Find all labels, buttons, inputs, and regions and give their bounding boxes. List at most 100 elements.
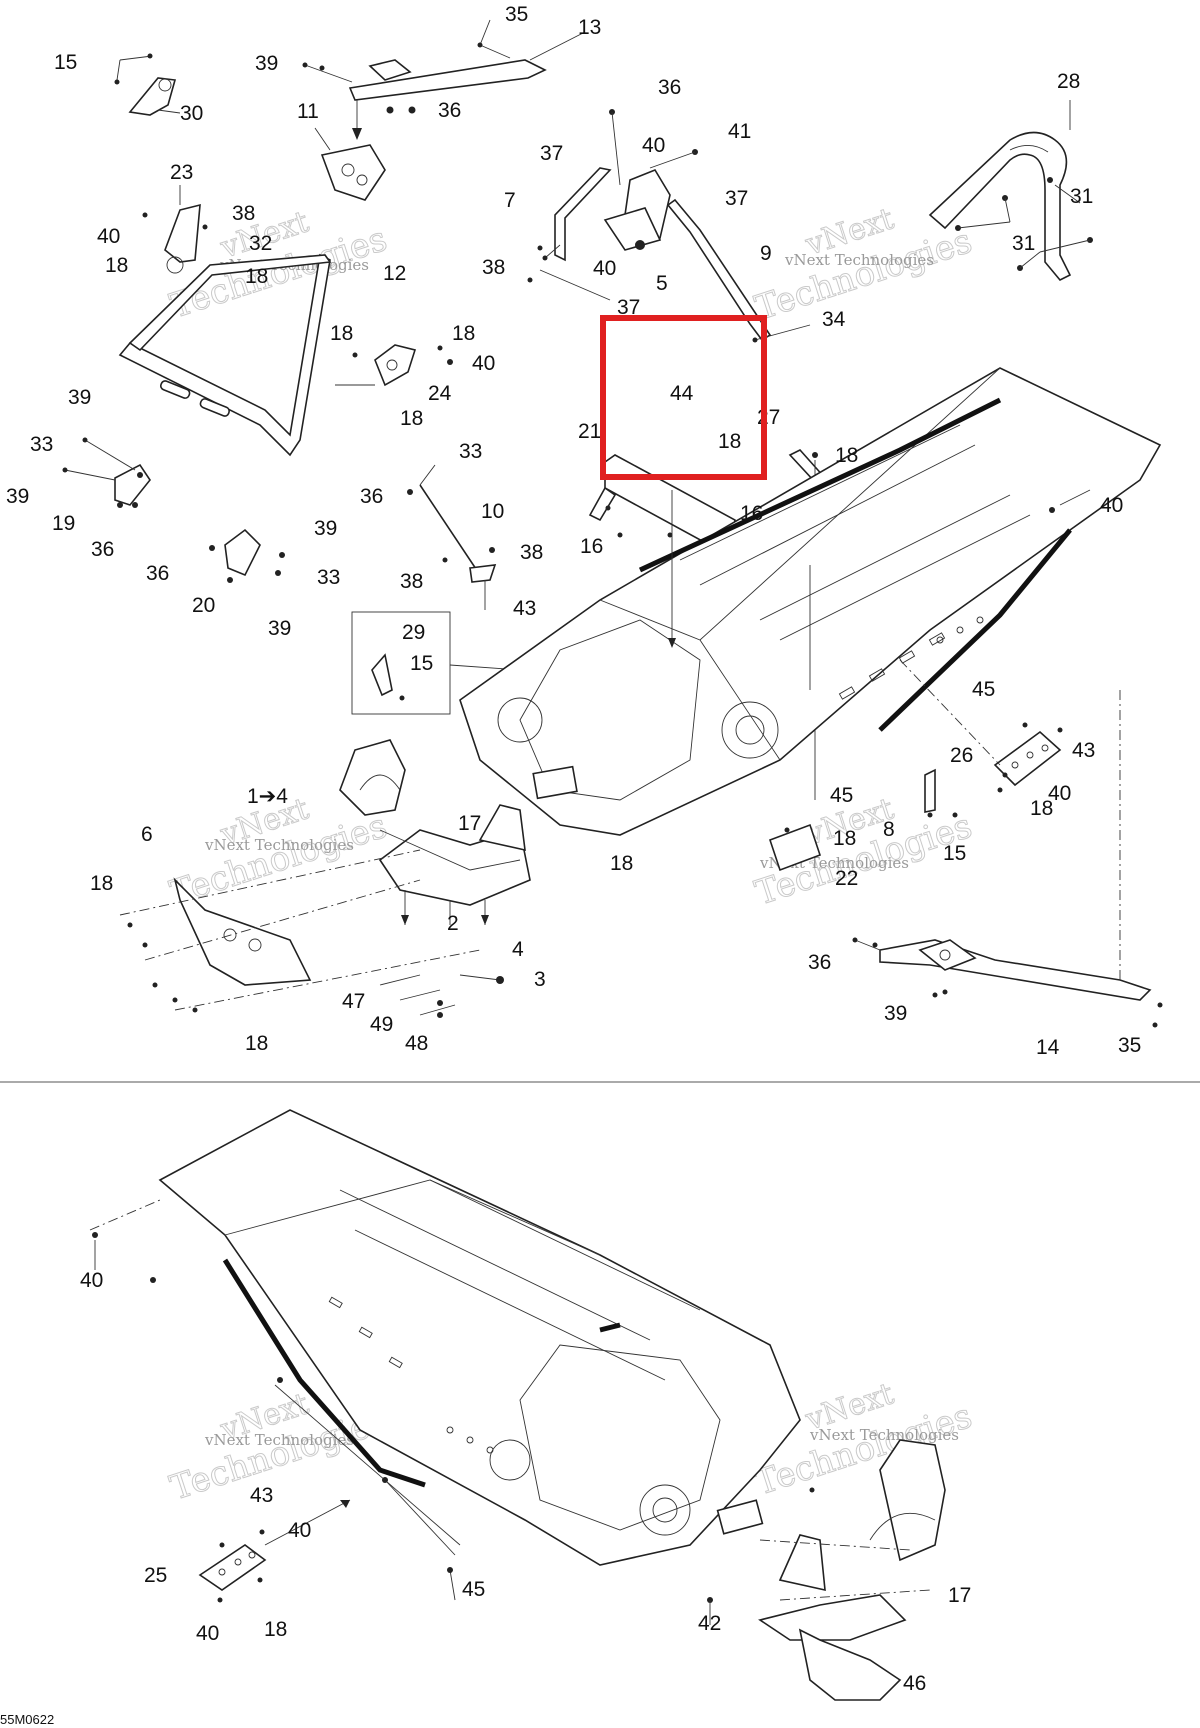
callout-35: 35 — [1118, 1034, 1141, 1057]
callout-33: 33 — [30, 433, 53, 456]
callout-18: 18 — [400, 407, 423, 430]
callout-27: 27 — [757, 406, 780, 429]
part-20-bracket — [209, 528, 285, 583]
callout-5: 5 — [656, 272, 668, 295]
callout-4: 4 — [512, 938, 524, 961]
callout-40: 40 — [80, 1269, 103, 1292]
callout-36: 36 — [146, 562, 169, 585]
callout-3: 3 — [534, 968, 546, 991]
callout-32: 32 — [249, 232, 272, 255]
callout-17: 17 — [458, 812, 481, 835]
callout-18: 18 — [835, 444, 858, 467]
svg-text:vNext Technologies: vNext Technologies — [809, 1426, 959, 1444]
callout-37: 37 — [725, 187, 748, 210]
callout-42: 42 — [698, 1612, 721, 1635]
watermark-mid-left: vNext Technologies vNext Technologies — [165, 791, 392, 914]
callout-1-to-4: 1➔4 — [247, 785, 288, 808]
callout-15: 15 — [54, 51, 77, 74]
callout-36: 36 — [360, 485, 383, 508]
callout-25: 25 — [144, 1564, 167, 1587]
callout-23: 23 — [170, 161, 193, 184]
callout-37: 37 — [540, 142, 563, 165]
callout-7: 7 — [504, 189, 516, 212]
callout-45: 45 — [462, 1578, 485, 1601]
callout-26: 26 — [950, 744, 973, 767]
callout-45: 45 — [972, 678, 995, 701]
callout-37: 37 — [617, 296, 640, 319]
callout-38: 38 — [520, 541, 543, 564]
callout-12: 12 — [383, 262, 406, 285]
callout-36: 36 — [808, 951, 831, 974]
callout-18: 18 — [452, 322, 475, 345]
parts-47-49-hardware — [379, 974, 504, 1018]
callout-39: 39 — [884, 1002, 907, 1025]
part-17-suspension-mount — [758, 1439, 946, 1641]
callout-33: 33 — [459, 440, 482, 463]
callout-17: 17 — [948, 1584, 971, 1607]
callout-40: 40 — [1100, 494, 1123, 517]
callout-18: 18 — [718, 430, 741, 453]
callout-2: 2 — [447, 912, 459, 935]
chassis-bottom-view — [89, 1109, 801, 1625]
highlight-box — [600, 315, 767, 480]
callout-18: 18 — [1030, 797, 1053, 820]
callout-18: 18 — [245, 265, 268, 288]
svg-text:vNext Technologies: vNext Technologies — [204, 1431, 354, 1449]
callout-28: 28 — [1057, 70, 1080, 93]
callout-39: 39 — [268, 617, 291, 640]
callout-40: 40 — [288, 1519, 311, 1542]
part-22-bracket — [768, 823, 822, 872]
part-13-steering-bar — [302, 19, 586, 135]
callout-36: 36 — [91, 538, 114, 561]
part-25-footrest — [198, 1499, 351, 1603]
callout-14: 14 — [1036, 1036, 1060, 1059]
callout-36: 36 — [438, 99, 461, 122]
callout-18: 18 — [245, 1032, 268, 1055]
callout-33: 33 — [317, 566, 340, 589]
callout-10: 10 — [481, 500, 504, 523]
callout-19: 19 — [52, 512, 75, 535]
callout-40: 40 — [642, 134, 665, 157]
callout-22: 22 — [835, 867, 858, 890]
drawing-code: 55M0622 — [0, 1712, 54, 1727]
callout-15: 15 — [943, 842, 966, 865]
callout-47: 47 — [342, 990, 365, 1013]
callout-labels: 35 13 15 39 36 30 11 36 41 40 37 37 7 40… — [6, 3, 1141, 1695]
callout-29: 29 — [402, 621, 425, 644]
callout-31: 31 — [1012, 232, 1035, 255]
callout-40: 40 — [472, 352, 495, 375]
svg-text:vNext Technologies: vNext Technologies — [204, 836, 354, 854]
callout-38: 38 — [482, 256, 505, 279]
svg-text:vNext Technologies: vNext Technologies — [784, 251, 934, 269]
callout-9: 9 — [760, 242, 772, 265]
callout-18: 18 — [105, 254, 128, 277]
part-30-bracket — [114, 53, 181, 116]
callout-16: 16 — [740, 502, 763, 525]
callout-43: 43 — [250, 1484, 273, 1507]
callout-44: 44 — [670, 382, 694, 405]
callout-39: 39 — [68, 386, 91, 409]
part-10-rod — [407, 464, 497, 610]
callout-40: 40 — [97, 225, 120, 248]
callout-24: 24 — [428, 382, 452, 405]
callout-45: 45 — [830, 784, 853, 807]
part-6-skid-plate — [119, 849, 481, 1013]
callout-36: 36 — [658, 76, 681, 99]
part-14-rear-rail — [852, 690, 1163, 1028]
part-19-bracket — [62, 437, 151, 508]
part-8-bracket — [924, 768, 958, 818]
callout-38: 38 — [232, 202, 255, 225]
callout-35: 35 — [505, 3, 528, 26]
callout-40: 40 — [593, 257, 616, 280]
callout-39: 39 — [6, 485, 29, 508]
part-24-bracket — [335, 344, 453, 387]
callout-43: 43 — [1072, 739, 1095, 762]
callout-13: 13 — [578, 16, 601, 39]
callout-8: 8 — [883, 818, 895, 841]
callout-39: 39 — [255, 52, 278, 75]
part-28-rear-bumper — [928, 100, 1093, 281]
callout-15: 15 — [410, 652, 433, 675]
part-1-4-suspension-mount — [339, 739, 531, 925]
callout-46: 46 — [903, 1672, 926, 1695]
